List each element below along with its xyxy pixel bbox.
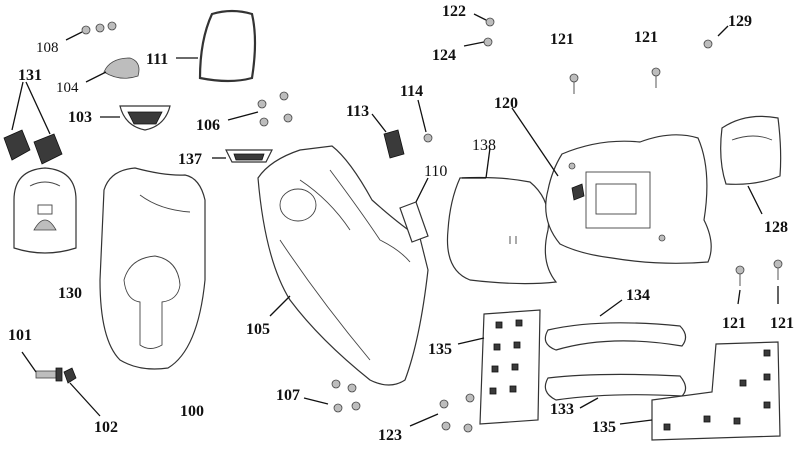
label-134: 134 (626, 287, 650, 304)
part-137-bracket (212, 149, 273, 163)
label-122: 122 (442, 3, 466, 20)
label-130: 130 (58, 285, 82, 302)
part-100-front-panel (99, 167, 206, 370)
label-110: 110 (424, 163, 447, 180)
label-101: 101 (8, 327, 32, 344)
label-121-b: 121 (634, 29, 658, 46)
label-107: 107 (276, 387, 300, 404)
part-131-knobs (3, 81, 63, 165)
part-111-windscreen (176, 9, 257, 83)
part-121-screw-d (773, 259, 783, 304)
part-121-screw-b (651, 67, 661, 88)
label-103: 103 (68, 109, 92, 126)
part-107-fasteners (303, 379, 361, 413)
label-120: 120 (494, 95, 518, 112)
label-131: 131 (18, 67, 42, 84)
part-134-grab-rail (544, 299, 687, 351)
label-108: 108 (36, 40, 59, 56)
part-128-side-cover (720, 115, 782, 215)
part-114-screw (417, 99, 433, 143)
label-135-b: 135 (592, 419, 616, 436)
part-104-shield (85, 57, 140, 83)
label-129: 129 (728, 13, 752, 30)
part-135-clip-sheet-b (619, 341, 781, 441)
part-103-grille (100, 105, 171, 131)
label-121-a: 121 (550, 31, 574, 48)
part-123-clips (409, 393, 475, 433)
label-106: 106 (196, 117, 220, 134)
label-102: 102 (94, 419, 118, 436)
label-137: 137 (178, 151, 202, 168)
label-100: 100 (180, 403, 204, 420)
label-124: 124 (432, 47, 456, 64)
part-138-inner-panel (446, 147, 558, 285)
part-129-screw (703, 25, 729, 49)
label-114: 114 (400, 83, 423, 100)
part-108-fasteners (65, 21, 117, 41)
label-113: 113 (346, 103, 369, 120)
label-104: 104 (56, 80, 79, 96)
part-113-latch (371, 113, 405, 159)
label-121-c: 121 (722, 315, 746, 332)
part-105-leg-shield (257, 145, 429, 386)
label-105: 105 (246, 321, 270, 338)
part-110-reflector (399, 177, 429, 243)
part-121-screw-c (735, 265, 745, 305)
part-120-frame (511, 107, 712, 264)
part-106-fasteners (227, 91, 293, 127)
label-138: 138 (472, 137, 496, 154)
label-135-a: 135 (428, 341, 452, 358)
part-130-cover (13, 167, 77, 254)
label-111: 111 (146, 51, 168, 68)
label-123: 123 (378, 427, 402, 444)
part-101-screw (21, 351, 63, 382)
label-128: 128 (764, 219, 788, 236)
label-133: 133 (550, 401, 574, 418)
part-122-124-fasteners (463, 13, 495, 47)
part-135-clip-sheet-a (457, 309, 541, 425)
label-121-d: 121 (770, 315, 794, 332)
part-102-nut (63, 367, 101, 417)
part-121-screw-a (569, 73, 579, 94)
